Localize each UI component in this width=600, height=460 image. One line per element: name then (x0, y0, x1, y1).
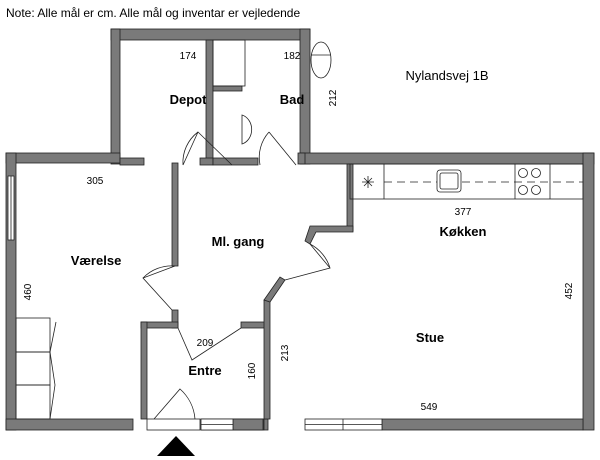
stove-icon (518, 168, 541, 195)
room-depot: Depot (170, 92, 208, 107)
wall-right (582, 152, 595, 431)
kitchen-sink-icon (436, 169, 462, 193)
walls (5, 28, 595, 431)
door-bad (258, 131, 297, 166)
dim-entre-height: 160 (247, 362, 258, 379)
wall-bottom-mid2 (263, 418, 269, 431)
entrance-arrow-icon (157, 436, 195, 456)
wall-gang-left (171, 162, 179, 267)
bad-sink-icon (241, 114, 253, 145)
toilet-icon (310, 41, 332, 79)
wall-bad-shower (212, 85, 243, 92)
wall-entre-top-b (240, 321, 268, 329)
wall-kitchen-corner (304, 225, 354, 245)
kitchen-counter (349, 163, 584, 200)
room-kokken: Køkken (440, 224, 487, 239)
dim-entre-width: 209 (197, 338, 214, 349)
wall-depot-bottom-b (199, 157, 214, 166)
wall-bottom-left (5, 418, 134, 431)
wall-bottom-entre (232, 418, 264, 431)
wall-diagonal (263, 276, 286, 303)
wall-bottom-right (381, 418, 584, 431)
dim-gang-height: 213 (280, 344, 291, 361)
address-label: Nylandsvej 1B (405, 68, 488, 83)
room-entre: Entre (188, 363, 221, 378)
room-gang: Ml. gang (212, 234, 265, 249)
windows (7, 175, 383, 431)
lamp-icon (362, 176, 374, 188)
room-bad: Bad (280, 92, 305, 107)
wall-depot-left (110, 28, 121, 165)
wall-top-left (5, 152, 121, 164)
shower-icon (212, 39, 246, 87)
dim-bad-width: 182 (284, 51, 301, 62)
wardrobe-icon (15, 317, 57, 420)
wall-top-right (299, 152, 595, 165)
door-depot (182, 131, 233, 166)
room-stue: Stue (416, 330, 444, 345)
wall-post (297, 152, 306, 165)
note-text: Note: Alle mål er cm. Alle mål og invent… (6, 6, 300, 20)
wall-entre-right (263, 299, 271, 420)
dim-vaerelse-height: 460 (23, 283, 34, 300)
dim-depot-width: 174 (180, 51, 197, 62)
doors (142, 131, 331, 431)
dim-vaerelse-width: 305 (87, 176, 104, 187)
fixtures (15, 39, 584, 420)
wall-top-upper (110, 28, 311, 41)
door-entre-gang (177, 327, 242, 361)
wall-depot-bottom-a (119, 157, 145, 166)
wall-bad-bottom (212, 157, 259, 166)
door-kitchen (284, 243, 331, 281)
door-vaerelse (142, 265, 176, 311)
dim-stue-width: 549 (421, 402, 438, 413)
dim-bad-height: 212 (328, 89, 339, 106)
wall-entre-left (140, 321, 148, 420)
door-entrance (153, 388, 196, 420)
dim-stue-height: 452 (564, 282, 575, 299)
dim-kokken-width: 377 (455, 207, 472, 218)
room-vaerelse: Værelse (71, 253, 122, 268)
